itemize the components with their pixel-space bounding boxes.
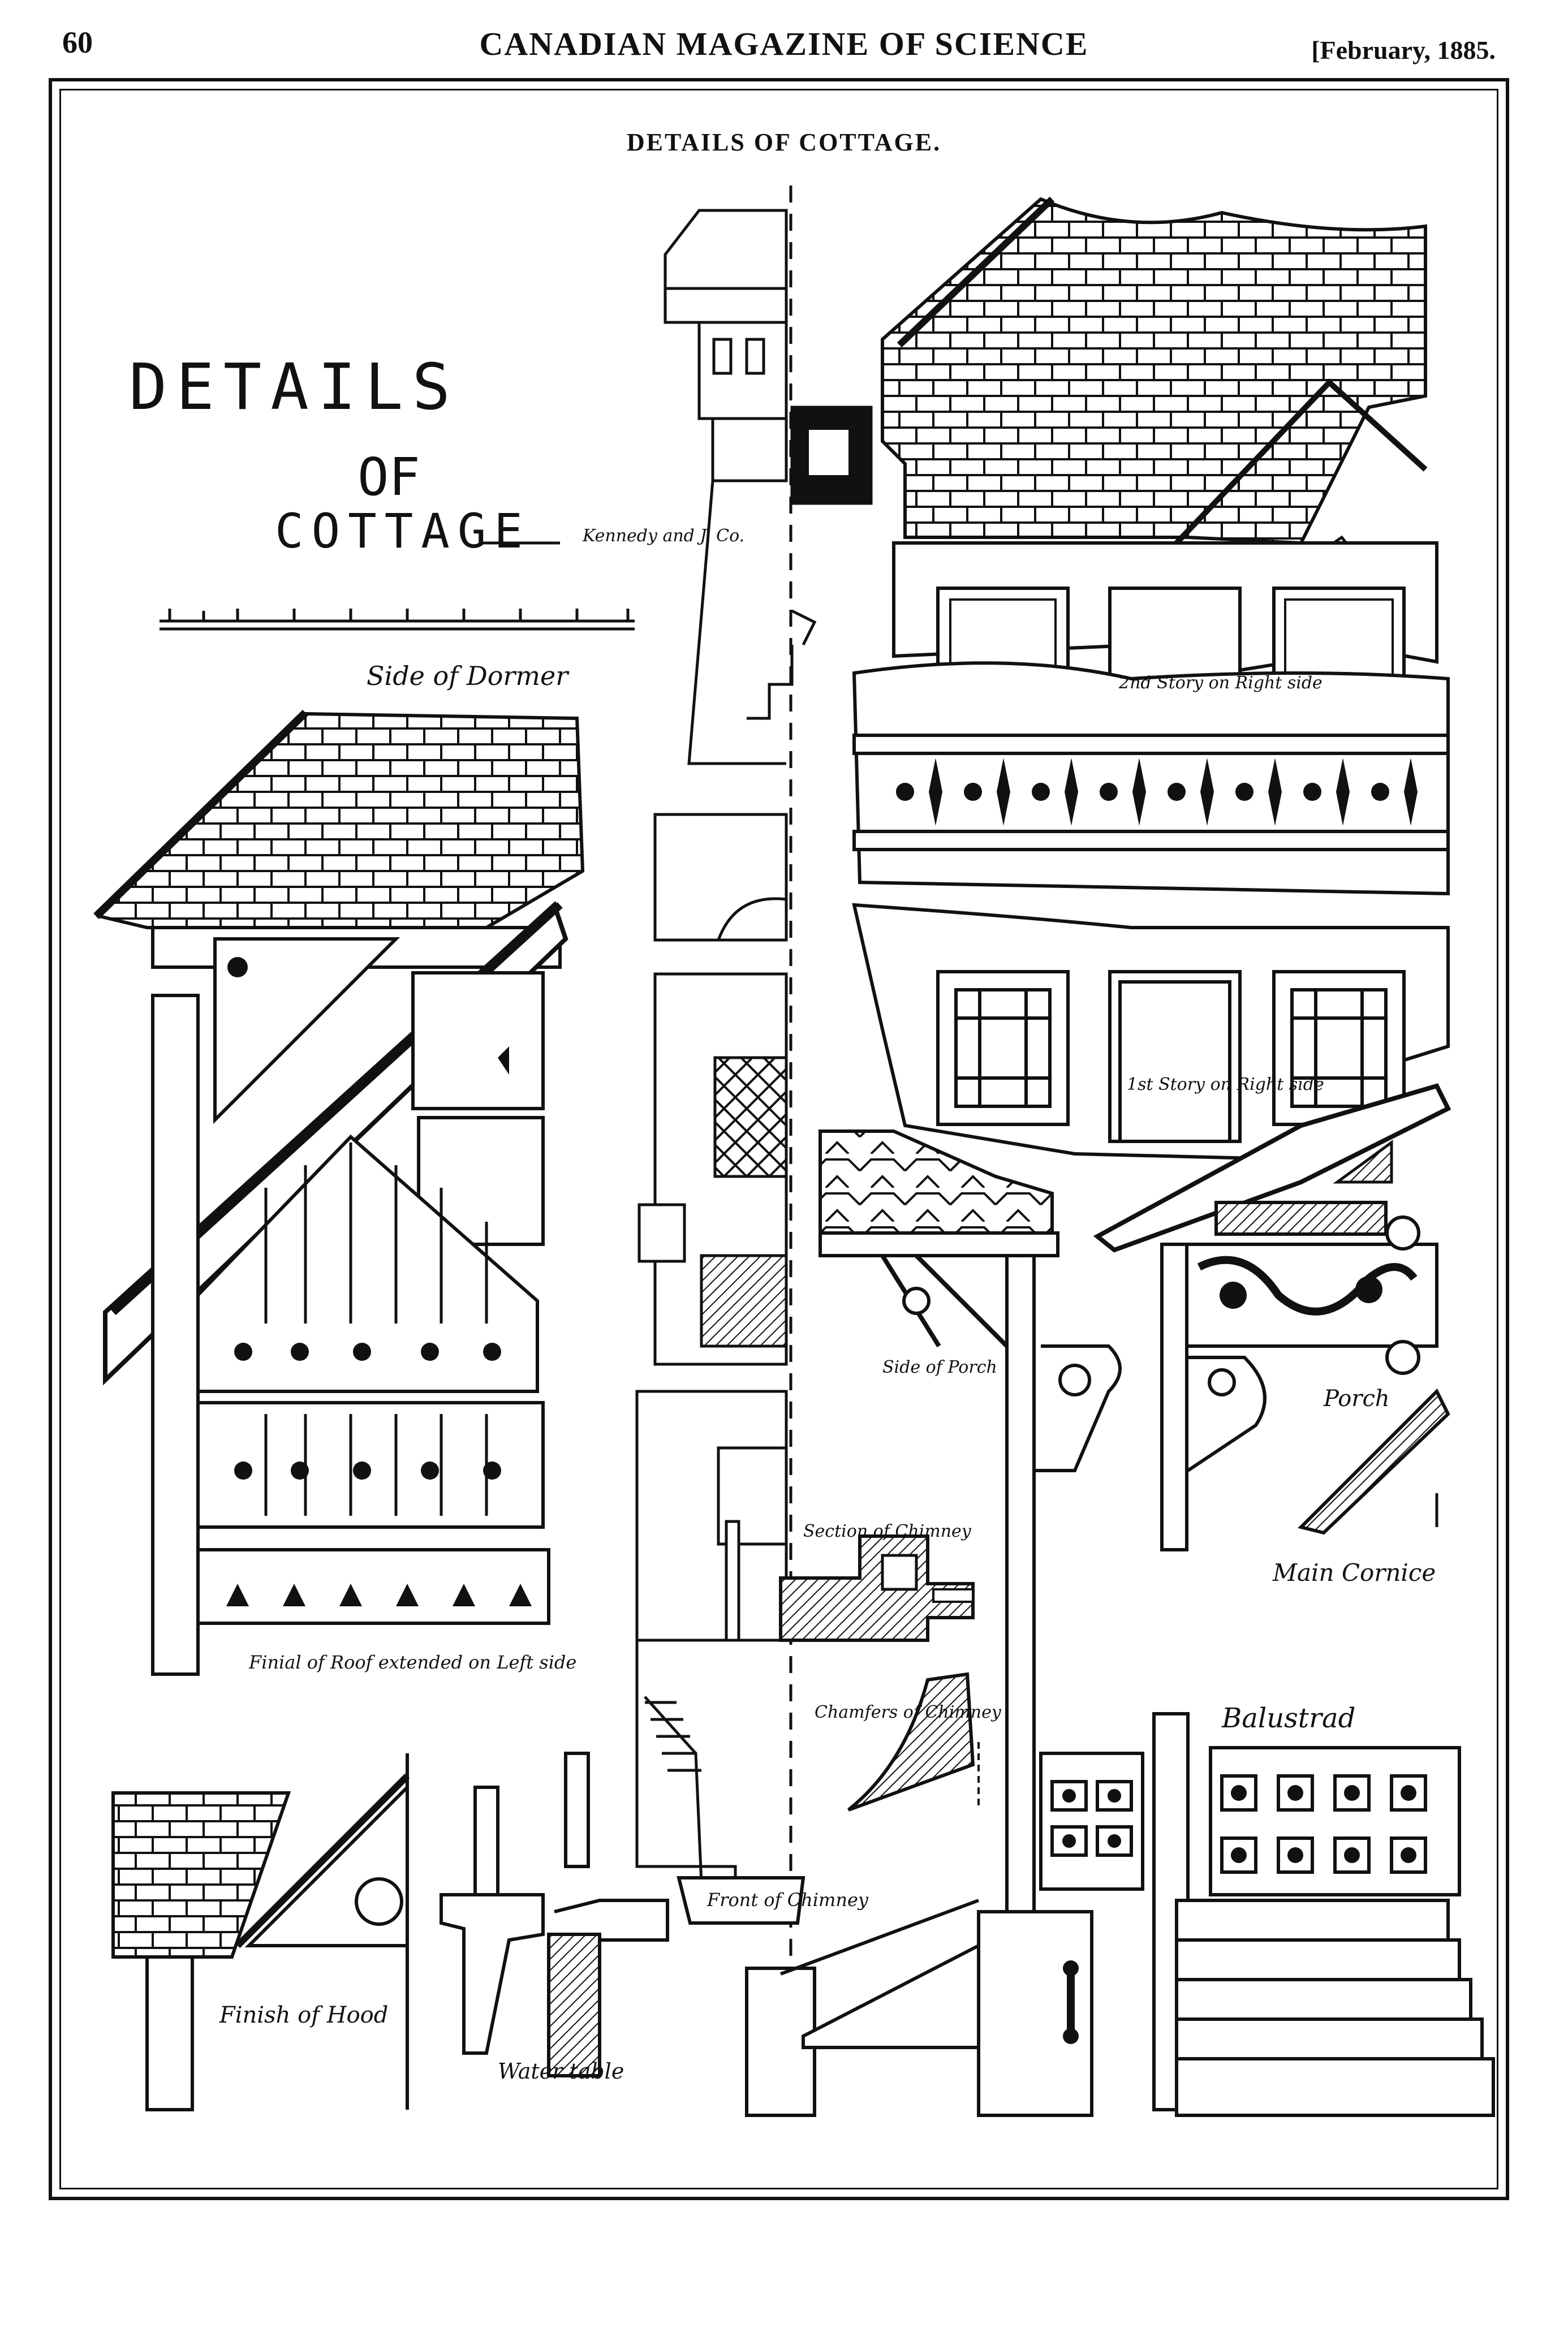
- label-first-story: 1st Story on Right side: [1127, 1075, 1324, 1094]
- label-water-table: Water table: [498, 2059, 624, 2084]
- second-story-balustrade: [852, 661, 1450, 896]
- upper-roof: [881, 197, 1427, 545]
- hood-detail: [111, 1753, 410, 2111]
- label-side-of-porch: Side of Porch: [882, 1357, 997, 1377]
- signature: Kennedy and J. Co.: [583, 526, 745, 546]
- chimney-elevation: [635, 209, 788, 1885]
- balusters-upper: [896, 758, 1418, 826]
- label-main-cornice: Main Cornice: [1273, 1559, 1436, 1587]
- label-finish-hood: Finish of Hood: [219, 2002, 389, 2028]
- main-cornice: [1298, 1388, 1450, 1535]
- left-dormer: [93, 709, 585, 1676]
- label-chamfers-chimney: Chamfers of Chimney: [815, 1702, 1001, 1722]
- bottom-balustrade: [745, 1712, 1461, 2117]
- drawn-title-details: DETAILS: [129, 351, 460, 424]
- first-story-windows: [936, 970, 1406, 1143]
- label-porch: Porch: [1324, 1386, 1390, 1412]
- label-section-chimney: Section of Chimney: [803, 1521, 971, 1541]
- plate-frame: [49, 78, 1509, 2200]
- label-front-chimney: Front of Chimney: [707, 1889, 868, 1911]
- issue-date: [February, 1885.: [1311, 36, 1496, 64]
- chamfers-chimney: [847, 1672, 975, 1812]
- label-finial-roof: Finial of Roof extended on Left side: [249, 1652, 577, 1673]
- porch-roof-side: [819, 1129, 1054, 1235]
- scale-bar: [160, 609, 635, 631]
- label-side-of-dormer: Side of Dormer: [367, 661, 568, 691]
- label-second-story: 2nd Story on Right side: [1119, 673, 1323, 693]
- drawn-title-cottage: COTTAGE: [275, 503, 531, 559]
- magazine-title: CANADIAN MAGAZINE OF SCIENCE: [479, 25, 1089, 62]
- steps: [1175, 1899, 1495, 2117]
- plate-title: DETAILS OF COTTAGE.: [626, 128, 942, 156]
- section-chimney: [779, 1534, 975, 1642]
- label-balustrade: Balustrad: [1222, 1702, 1356, 1734]
- water-table-detail: [440, 1752, 669, 2077]
- drawn-title-of: OF: [357, 447, 420, 507]
- page-number: 60: [62, 25, 93, 59]
